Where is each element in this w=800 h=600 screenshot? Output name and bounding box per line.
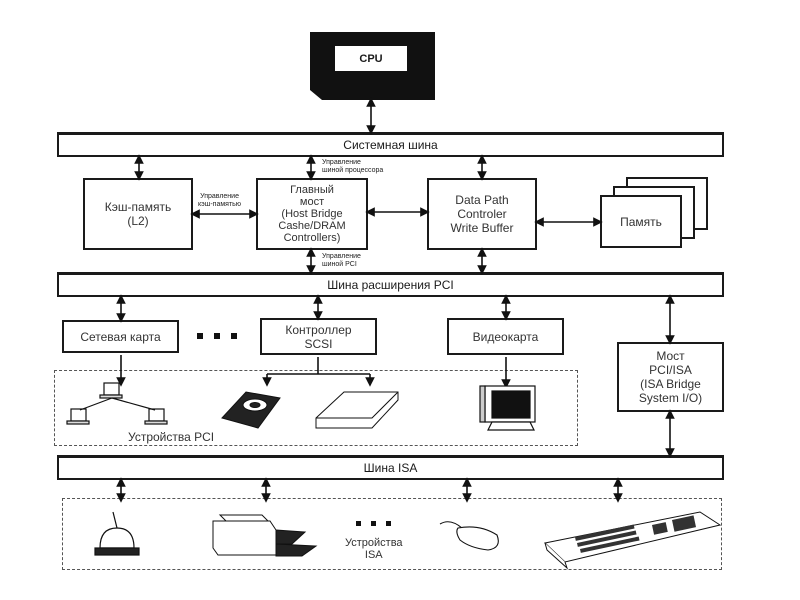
cpu-notch [310, 90, 322, 100]
isa-devices-group [62, 498, 722, 570]
pci-isa-bridge-label: Мост PCI/ISA (ISA Bridge System I/O) [638, 349, 703, 405]
system-bus: Системная шина [57, 132, 724, 157]
cache-control-note: Управление кэш-памятью [198, 193, 242, 208]
isa-devices-label: Устройства ISA [345, 537, 403, 561]
network-card-box: Сетевая карта [62, 320, 179, 353]
cache-l2-box: Кэш-память (L2) [83, 178, 193, 250]
memory-label: Память [620, 214, 662, 229]
cpu-bus-control-note: Управление шиной процессора [322, 159, 384, 174]
ellipsis-isa [356, 521, 396, 526]
monitor-icon [479, 385, 536, 431]
printer-icon [212, 514, 318, 557]
scsi-controller-label: Контроллер SCSI [285, 322, 352, 351]
memory-box: Память [600, 195, 682, 248]
isa-bus-label: Шина ISA [363, 461, 418, 475]
isa-bus: Шина ISA [57, 455, 724, 480]
scanner-icon [315, 391, 399, 429]
data-path-label: Data Path Controler Write Buffer [450, 193, 514, 235]
host-bridge-label: Главный мост (Host Bridge Cashe/DRAM Con… [278, 184, 346, 244]
video-card-label: Видеокарта [472, 329, 539, 344]
pci-bus-label: Шина расширения PCI [327, 278, 454, 292]
network-card-label: Сетевая карта [80, 329, 161, 344]
system-bus-label: Системная шина [343, 138, 438, 152]
pci-devices-group [54, 370, 578, 446]
bell-device-icon [94, 511, 140, 556]
pci-bus-control-note: Управление шиной PCI [322, 253, 361, 268]
cpu-label: CPU [359, 52, 383, 65]
cpu-chip: CPU [310, 32, 435, 100]
cpu-label-box: CPU [335, 46, 407, 71]
mouse-icon [439, 521, 499, 551]
pci-devices-label: Устройства PCI [128, 430, 215, 444]
cache-l2-label: Кэш-память (L2) [104, 200, 172, 228]
keyboard-icon [543, 511, 722, 570]
pci-expansion-bus: Шина расширения PCI [57, 272, 724, 297]
ellipsis-pci [197, 333, 242, 339]
hard-disk-icon [221, 391, 281, 429]
network-computers-icon [66, 382, 168, 425]
